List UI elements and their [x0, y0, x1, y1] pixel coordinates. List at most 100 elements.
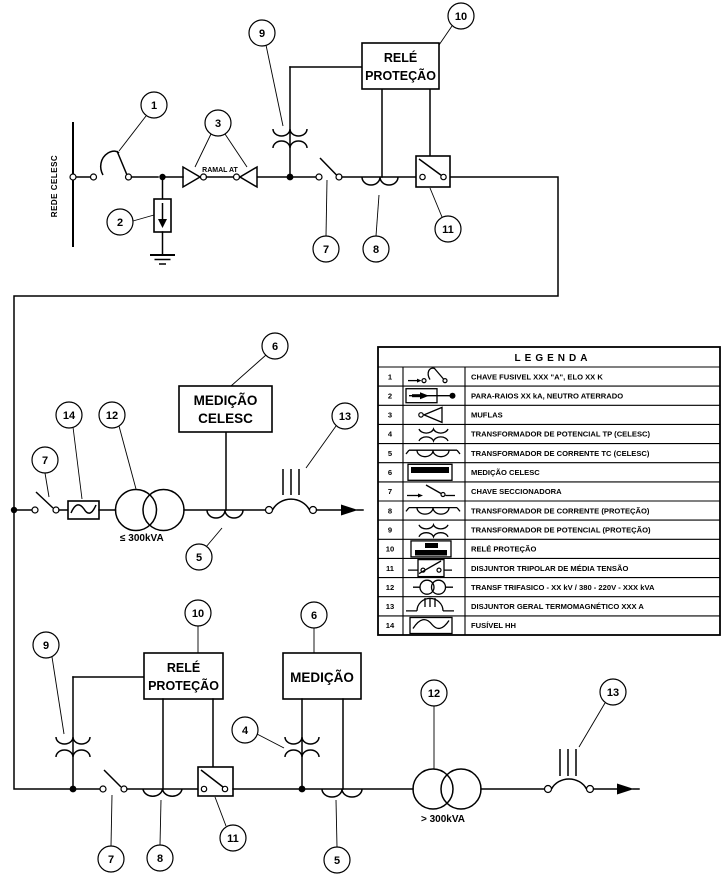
ground-icon [150, 254, 175, 265]
svg-text:4: 4 [242, 725, 249, 737]
callout-2: 2 [106, 208, 134, 236]
fuse-cutout-icon [408, 367, 448, 384]
legend-row: 5 TRANSFORMADOR DE CORRENTE TC (CELESC) [388, 449, 650, 458]
load-arrow-icon [617, 783, 640, 795]
leader-line [438, 25, 453, 46]
legend-border [377, 346, 721, 636]
legend-row: 10 RELÉ PROTEÇÃO [386, 540, 536, 558]
leader-line [132, 214, 155, 222]
legend-table: LEGENDA 1 CHAVE FUSIVEL XXX "A", ELO XX … [377, 346, 721, 636]
transformer-rating-label: ≤ 300kVA [120, 533, 164, 544]
legend-row: 8 TRANSFORMADOR DE CORRENTE (PROTEÇÃO) [388, 506, 650, 515]
fuse-cutout-symbol [99, 150, 133, 181]
svg-text:6: 6 [388, 468, 392, 477]
svg-text:12: 12 [386, 583, 394, 592]
callout-9: 9 [32, 631, 60, 659]
svg-text:7: 7 [108, 854, 114, 866]
callout-6: 6 [300, 601, 328, 629]
mv-breaker-symbol [197, 766, 234, 797]
leader-line [205, 527, 223, 548]
callout-13: 13 [331, 402, 359, 430]
junction-dot [286, 173, 294, 181]
svg-text:3: 3 [388, 411, 392, 420]
cable-termination-icon [418, 406, 443, 424]
svg-text:1: 1 [151, 100, 157, 112]
svg-text:8: 8 [388, 506, 392, 515]
surge-arrester-icon [405, 388, 456, 404]
svg-text:14: 14 [63, 410, 76, 422]
svg-text:11: 11 [442, 224, 454, 236]
svg-text:9: 9 [388, 526, 392, 535]
legend-title: LEGENDA [515, 353, 592, 364]
leader-line [159, 799, 162, 846]
svg-text:13: 13 [339, 411, 351, 423]
disconnect-switch-symbol [99, 769, 128, 793]
callout-14: 14 [55, 401, 83, 429]
current-transformer-icon [405, 449, 461, 458]
utility-bus-label: REDE CELESC [50, 155, 59, 217]
thermomagnetic-breaker-symbol [543, 749, 595, 794]
transformer-symbol [412, 768, 482, 810]
legend-row: 2 PARA-RAIOS XX kA, NEUTRO ATERRADO [388, 388, 623, 404]
potential-transformer-protection-symbol [272, 66, 308, 175]
celesc-metering-icon [407, 463, 453, 481]
metering-box: MEDIÇÃO [282, 652, 362, 700]
callout-4: 4 [231, 716, 259, 744]
callout-13: 13 [599, 678, 627, 706]
metering-label: MEDIÇÃO [290, 670, 354, 685]
protection-relay-box: RELÉ PROTEÇÃO [361, 42, 440, 90]
callout-1: 1 [140, 91, 168, 119]
leader-line [256, 733, 285, 749]
leader-line [429, 187, 443, 218]
relay-label-line1: RELÉ [167, 660, 200, 675]
svg-text:8: 8 [157, 853, 163, 865]
legend-row: 4 TRANSFORMADOR DE POTENCIAL TP (CELESC) [388, 427, 650, 443]
leader-line [265, 44, 284, 127]
callout-10: 10 [447, 2, 475, 30]
disconnect-switch-symbol [31, 491, 60, 514]
celesc-metering-box: MEDIÇÃO CELESC [178, 385, 273, 433]
branch-label: RAMAL AT [202, 167, 238, 174]
svg-text:CHAVE FUSIVEL XXX "A", ELO XX: CHAVE FUSIVEL XXX "A", ELO XX K [471, 372, 603, 381]
protection-relay-icon [410, 540, 452, 558]
callout-9: 9 [248, 19, 276, 47]
callout-10: 10 [184, 599, 212, 627]
leader-line [224, 133, 248, 168]
legend-row: 12 TRANSF TRIFASICO - XX kV / 380 - 220V… [386, 579, 655, 595]
leader-line [44, 472, 50, 498]
thermomagnetic-breaker-symbol [264, 469, 318, 515]
callout-11: 11 [434, 215, 462, 243]
svg-text:7: 7 [323, 244, 329, 256]
svg-text:TRANSFORMADOR DE CORRENTE TC (: TRANSFORMADOR DE CORRENTE TC (CELESC) [471, 449, 650, 458]
legend-row: 6 MEDIÇÃO CELESC [388, 463, 540, 481]
disconnect-switch-icon [407, 484, 455, 498]
junction-dot [298, 785, 306, 793]
junction-dot [159, 173, 166, 181]
svg-text:12: 12 [106, 410, 118, 422]
leader-line [578, 702, 606, 748]
svg-text:PARA-RAIOS XX kA, NEUTRO ATER: PARA-RAIOS XX kA, NEUTRO ATERRADO [471, 391, 623, 400]
svg-text:TRANSF TRIFASICO - XX kV / 38: TRANSF TRIFASICO - XX kV / 380 - 220V - … [471, 583, 655, 592]
svg-text:7: 7 [42, 455, 48, 467]
leader-line [118, 425, 137, 490]
svg-text:10: 10 [455, 11, 467, 23]
relay-label-line1: RELÉ [384, 50, 417, 65]
svg-text:11: 11 [386, 564, 395, 573]
svg-text:10: 10 [386, 545, 394, 554]
svg-text:1: 1 [388, 372, 393, 381]
callout-8: 8 [362, 235, 390, 263]
svg-text:9: 9 [259, 28, 265, 40]
junction-dot [69, 785, 77, 793]
leader-line [305, 425, 337, 469]
svg-text:2: 2 [388, 391, 392, 400]
metering-label-line2: CELESC [198, 411, 253, 426]
svg-text:MEDIÇÃO CELESC: MEDIÇÃO CELESC [471, 468, 540, 477]
leader-line [325, 179, 328, 237]
leader-line [110, 794, 113, 847]
surge-arrester-symbol [150, 179, 175, 265]
potential-transformer-symbol [284, 736, 320, 758]
callout-8: 8 [146, 844, 174, 872]
callout-5: 5 [323, 846, 351, 874]
